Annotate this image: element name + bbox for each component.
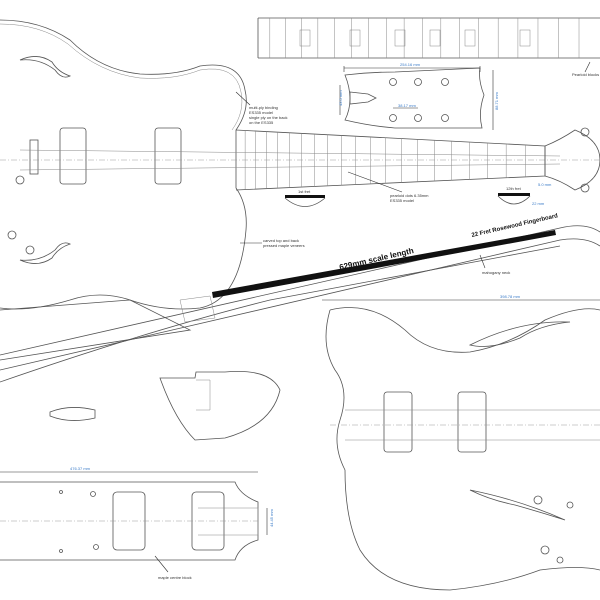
binding-note-3: single ply on the back: [249, 115, 287, 120]
block-inlay: [349, 29, 361, 47]
fret-section-2-label: 12th fret: [506, 186, 522, 191]
headstock-height-dim: 88.71 mm: [494, 92, 499, 110]
fret-section-1: 1st fret: [284, 189, 326, 207]
headstock-detail: 254.16 mm 43.0 mm 88.71 mm 38.17 mm: [338, 62, 499, 130]
binding-note-2: ES335 model: [249, 110, 273, 115]
fret-section-2: 12th fret 22 mm: [497, 186, 545, 206]
block-length-dim: 476.37 mm: [70, 466, 91, 471]
neck-label: mahogany neck: [482, 270, 510, 275]
carved-note-1: carved top and back: [263, 238, 299, 243]
pickguard: [159, 371, 281, 441]
fret-section-1-label: 1st fret: [298, 189, 311, 194]
guitar-front-view: multi-ply binding ES335 model single ply…: [0, 19, 600, 310]
headstock-width-dim: 254.16 mm: [400, 62, 421, 67]
blocks-label: Pearloid blocks: [572, 72, 599, 77]
tuner-spacing-dim: 38.17 mm: [398, 103, 416, 108]
block-inlay: [299, 29, 311, 47]
block-inlay: [519, 29, 531, 47]
block-width-dim: 44.45 mm: [269, 509, 274, 527]
fretboard-top-view: Pearloid blocks: [257, 17, 600, 77]
side-depth-dim: 22 mm: [532, 201, 545, 206]
centre-block-label: maple centre block: [158, 575, 192, 580]
binding-note-4: on the ES335: [249, 120, 274, 125]
body-back-view: 398.78 mm: [322, 294, 600, 591]
block-inlay: [464, 29, 476, 47]
dots-note-1: pearloid dots 6.35mm: [390, 193, 429, 198]
binding-note-1: multi-ply binding: [249, 105, 278, 110]
centre-block: 476.37 mm 44.45 mm maple centre block: [0, 466, 274, 580]
dots-note-2: ES335 model: [390, 198, 414, 203]
carved-note-2: pressed maple veneers: [263, 243, 305, 248]
headstock-nut-dim: 43.0 mm: [338, 90, 343, 106]
body-width-dim: 398.78 mm: [500, 294, 521, 299]
block-inlay: [429, 29, 441, 47]
nut-offset-dim: 5.0 mm: [538, 182, 552, 187]
truss-rod-cover: [49, 407, 96, 421]
block-inlay: [394, 29, 406, 47]
